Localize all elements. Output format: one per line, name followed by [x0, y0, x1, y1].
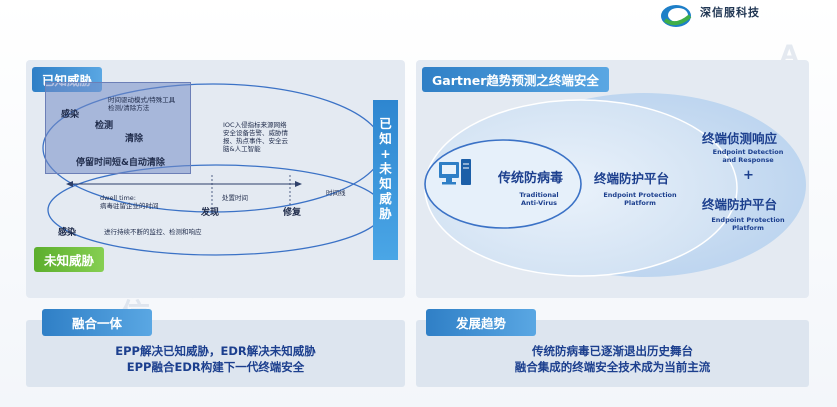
timeline-label: 时间线	[326, 189, 346, 197]
fusion-box: EPP解决已知威胁，EDR解决未知威胁 EPP融合EDR构建下一代终端安全	[26, 320, 405, 387]
fusion-tag: 融合一体	[42, 309, 153, 336]
ioc-line: IOC入侵指标来源网络	[223, 121, 287, 129]
edr-en-line: Endpoint Detection	[712, 148, 784, 156]
edr-en: Endpoint Detection and Response	[700, 148, 796, 164]
epp2-title: 终端防护平台	[702, 197, 778, 212]
discover-label: 发现	[201, 208, 220, 218]
handle-time-label: 处置时间	[222, 194, 248, 202]
vertical-char: 胁	[379, 206, 392, 221]
vertical-char: 已	[379, 116, 392, 131]
trend-line-2: 融合集成的终端安全技术成为当前主流	[514, 360, 711, 374]
dwell-short-label: 停留时间短&自动清除	[76, 158, 165, 168]
antivirus-title: 传统防病毒	[498, 171, 564, 186]
gartner-tag: Gartner趋势预测之终端安全	[422, 67, 609, 92]
dwell-time-label: dwell time:	[100, 194, 136, 202]
epp2-en: Endpoint Protection Platform	[700, 216, 796, 232]
antivirus-en-line: Traditional	[519, 191, 559, 199]
vertical-char: 威	[379, 191, 392, 206]
logo-text: 深信服科技	[700, 6, 760, 19]
epp-en: Endpoint Protection Platform	[592, 191, 688, 207]
dwell-time-desc: 病毒驻留企业的时间	[100, 202, 159, 210]
edr-en-line: and Response	[722, 155, 774, 164]
clear-label: 清除	[125, 134, 144, 144]
epp-en-line: Platform	[624, 198, 656, 207]
known-plus-unknown-bar: 已 知 + 未 知 威 胁	[373, 100, 398, 260]
edr-title: 终端侦测响应	[702, 131, 778, 146]
infect-label-unknown: 感染	[58, 228, 77, 238]
ioc-line: 脑&人工智能	[223, 145, 261, 153]
known-threat-box	[45, 82, 191, 174]
vertical-char: +	[380, 146, 391, 161]
fusion-line-2: EPP融合EDR构建下一代终端安全	[126, 360, 305, 374]
vertical-char: 知	[379, 131, 392, 146]
epp2-en-line: Platform	[732, 223, 764, 232]
infect-label: 感染	[61, 110, 80, 120]
detect-label: 检测	[95, 121, 114, 131]
fusion-line-1: EPP解决已知威胁，EDR解决未知威胁	[115, 344, 316, 358]
epp2-en-line: Endpoint Protection	[711, 216, 785, 224]
repair-label: 修复	[283, 208, 302, 218]
trend-line-1: 传统防病毒已逐渐退出历史舞台	[532, 344, 693, 358]
epp-title: 终端防护平台	[594, 171, 670, 186]
ioc-line: 安全设备告警、威胁情	[223, 129, 288, 137]
continuous-monitoring-text: 进行持续不断的监控、检测和响应	[104, 228, 202, 236]
computer-icon	[439, 159, 471, 185]
time-driven-note: 时间驱动模式/特殊工具	[108, 96, 176, 104]
ioc-line: 报、热点事件、安全云	[223, 137, 288, 145]
logo-icon	[661, 5, 692, 27]
plus-sign: +	[743, 168, 754, 183]
detection-method-note: 检测/清除方法	[108, 104, 150, 112]
vertical-char: 未	[379, 161, 392, 176]
antivirus-en: Traditional Anti-Virus	[498, 191, 580, 207]
trend-box: 传统防病毒已逐渐退出历史舞台 融合集成的终端安全技术成为当前主流	[416, 320, 809, 387]
trend-tag: 发展趋势	[426, 309, 537, 336]
vertical-char: 知	[379, 176, 392, 191]
antivirus-en-line: Anti-Virus	[520, 198, 558, 207]
epp-en-line: Endpoint Protection	[603, 191, 677, 199]
unknown-threat-tag: 未知威胁	[34, 247, 105, 272]
